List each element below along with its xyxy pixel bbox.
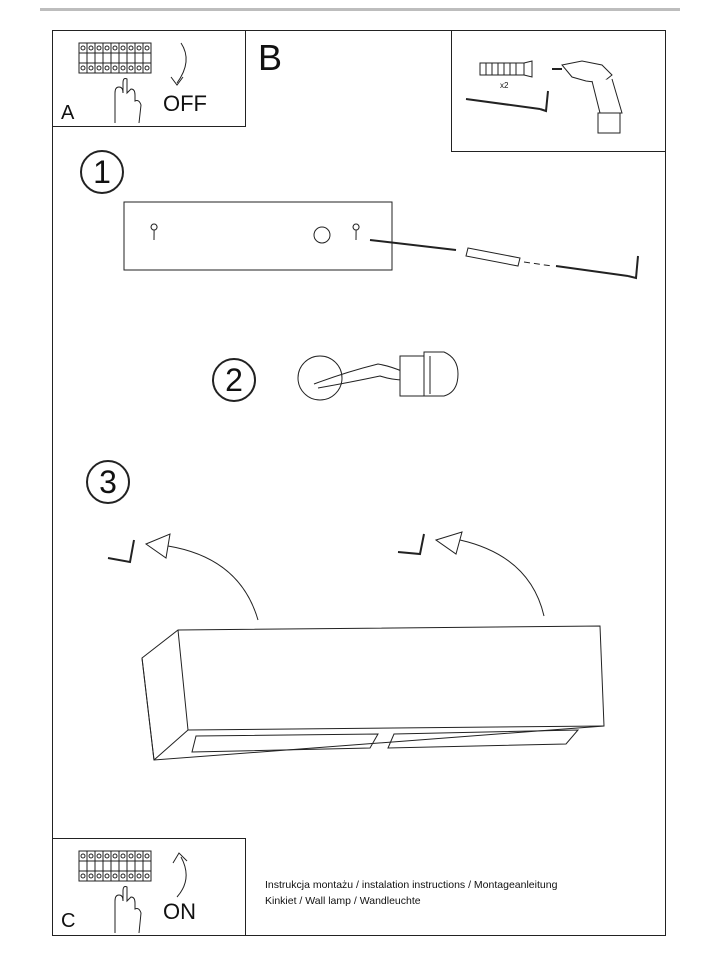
panel-a-letter: A — [61, 102, 75, 124]
drill-icon — [552, 60, 623, 134]
wire-2 — [317, 375, 405, 389]
panel-c-letter: C — [61, 910, 76, 932]
arrow-left-curve — [167, 545, 259, 621]
plate-center-hole — [313, 226, 331, 244]
screw-and-plug — [369, 239, 639, 280]
hook-screw-icon — [465, 90, 549, 113]
breaker-switches — [86, 851, 144, 881]
caption-line-1: Instrukcja montażu / instalation instruc… — [265, 879, 558, 891]
step-3-number: 3 — [86, 460, 130, 504]
hand-icon — [114, 886, 142, 934]
tools-illustration — [465, 60, 623, 134]
panel-b-letter: B — [258, 37, 283, 78]
ceiling-box — [297, 355, 343, 401]
light-slot-right — [387, 729, 580, 749]
top-rule — [40, 8, 680, 11]
hook-left-icon — [107, 539, 135, 564]
breaker-on-illustration — [78, 850, 188, 934]
breaker-switches — [86, 43, 144, 73]
lamp-socket — [423, 351, 459, 397]
tools-panel: x2 — [451, 30, 666, 152]
curved-arrow-down-icon — [176, 42, 187, 84]
curved-arrow-up-icon — [176, 856, 187, 898]
wire-1 — [313, 363, 405, 385]
wall-lamp-body — [141, 625, 605, 761]
keyhole-left — [150, 223, 158, 241]
instruction-sheet-frame — [52, 30, 666, 936]
arrow-right-curve — [459, 539, 545, 617]
arrow-right-head — [434, 531, 463, 555]
step-2-number: 2 — [212, 358, 256, 402]
power-on-label: ON — [163, 899, 196, 924]
arrow-left-head — [144, 533, 171, 559]
caption-line-2: Kinkiet / Wall lamp / Wandleuchte — [265, 895, 421, 907]
keyhole-right — [352, 223, 360, 241]
light-slot-left — [191, 733, 379, 753]
panel-a-power-off: A OFF — [52, 30, 246, 127]
quantity-label: x2 — [500, 81, 509, 90]
breaker-off-illustration — [78, 42, 187, 124]
panel-c-power-on: C ON — [52, 838, 246, 936]
step-1-number: 1 — [80, 150, 124, 194]
power-off-label: OFF — [163, 91, 207, 116]
wall-plug-icon — [479, 60, 533, 78]
hook-right-icon — [397, 533, 425, 556]
mounting-plate — [123, 201, 393, 271]
hand-icon — [114, 78, 142, 124]
